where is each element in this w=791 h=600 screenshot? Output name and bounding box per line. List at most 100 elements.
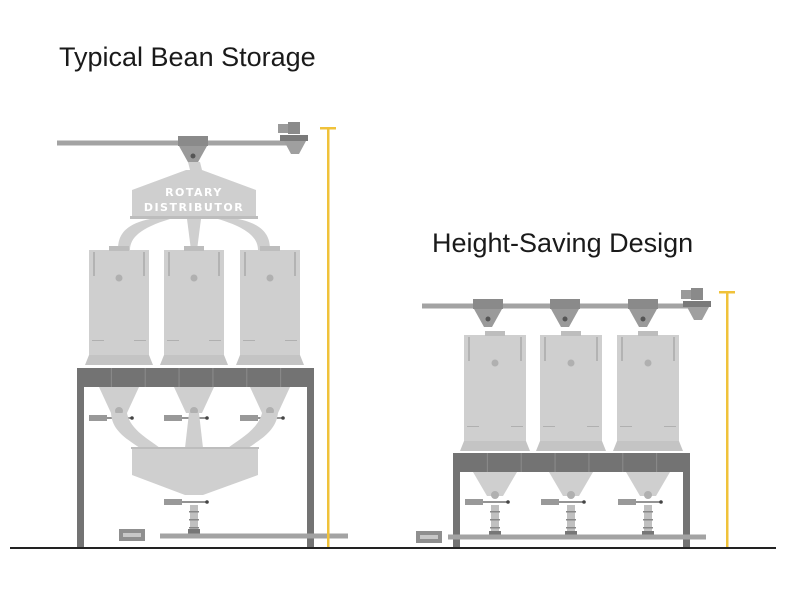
loader-cone: [687, 307, 709, 320]
silo-rib: [596, 337, 598, 361]
frame-panel-seam: [554, 453, 556, 472]
frame-panel-seam: [246, 368, 248, 387]
loader-cone: [284, 141, 306, 154]
tube-coupling: [565, 531, 577, 536]
tube-ring: [189, 511, 199, 513]
vacuum-pump: [416, 531, 442, 543]
valve-actuator: [618, 499, 636, 505]
silo-seam: [209, 340, 221, 341]
height-dimension-line: [320, 127, 336, 548]
silo-body: [464, 335, 526, 451]
rotary-distributor: [132, 170, 256, 216]
silo: [160, 246, 228, 365]
loader-head: [683, 301, 711, 307]
silo-seam: [664, 426, 676, 427]
silo-seam: [167, 340, 179, 341]
frame-panel-seam: [110, 368, 112, 387]
silo-seam: [134, 340, 146, 341]
collector-hopper: [132, 449, 258, 495]
silo-flange: [160, 355, 228, 365]
frame-panel-seam: [622, 453, 624, 472]
frame-panel-seam: [486, 453, 488, 472]
distributor-flange: [130, 216, 258, 219]
height-saving-design-title: Height-Saving Design: [432, 228, 694, 258]
discharge-tube: [565, 505, 577, 536]
frame-panel-seam: [520, 453, 522, 472]
valve-actuator: [240, 415, 258, 421]
silo-body: [89, 250, 149, 365]
silo-flange: [613, 441, 683, 451]
frame-panel-seam: [588, 453, 590, 472]
silo-rib: [544, 337, 546, 361]
valve-rod: [636, 501, 660, 503]
silo-flange: [536, 441, 606, 451]
silo-port: [567, 359, 575, 367]
silo-inlet: [638, 331, 658, 336]
silo-seam: [92, 340, 104, 341]
frame-panel-seam: [280, 368, 282, 387]
tube-ring: [643, 527, 653, 529]
support-frame: [453, 453, 690, 548]
discharge-port: [567, 491, 575, 499]
tube-ring: [490, 511, 500, 513]
silo-rib: [520, 337, 522, 361]
silo-discharge-cone: [250, 387, 290, 413]
receiver-hopper: [628, 299, 658, 327]
distributor-arm: [218, 219, 270, 250]
vacuum-loader: [681, 288, 711, 320]
dimension-line: [327, 127, 330, 548]
silo-rib: [218, 252, 220, 276]
discharge-tube: [188, 505, 200, 534]
receiver-head: [473, 299, 503, 309]
conveying-pipe: [448, 534, 706, 540]
silo: [536, 331, 606, 451]
dimension-cap: [719, 291, 735, 294]
discharge-tube: [489, 505, 501, 536]
frame-panel-seam: [178, 368, 180, 387]
tube-ring: [490, 519, 500, 521]
frame-panel-seam: [212, 368, 214, 387]
tube-ring: [490, 527, 500, 529]
silo-rib: [294, 252, 296, 276]
silo-port: [266, 274, 274, 282]
support-frame: [77, 368, 314, 548]
height-dimension-line: [719, 291, 735, 548]
slide-gate-valve: [164, 415, 209, 421]
distributor-neck: [188, 162, 202, 170]
typical-bean-storage-title: Typical Bean Storage: [59, 42, 316, 72]
silo-discharge-cone: [549, 472, 593, 496]
distributor-arm: [118, 219, 170, 250]
silo-flange: [236, 355, 304, 365]
silo-seam: [243, 340, 255, 341]
frame-beam: [453, 453, 690, 472]
silo-port: [491, 359, 499, 367]
receiver-head: [628, 299, 658, 309]
dimension-cap: [320, 127, 336, 130]
frame-leg: [453, 453, 460, 548]
pump-label-plate: [123, 533, 141, 537]
receiver-hopper: [178, 136, 208, 164]
collector-arm: [111, 413, 160, 448]
valve-knob: [506, 500, 510, 504]
receiver-head: [178, 136, 208, 146]
silo-rib: [621, 337, 623, 361]
tube-coupling: [188, 529, 200, 534]
receiver-port: [190, 153, 196, 159]
silo-body: [164, 250, 224, 365]
valve-rod: [483, 501, 507, 503]
typical-bean-storage-system: [57, 122, 348, 548]
silo: [460, 331, 530, 451]
tube-ring: [643, 511, 653, 513]
silo-rib: [93, 252, 95, 276]
valve-knob: [281, 416, 285, 420]
receiver-port: [562, 316, 568, 322]
tube-ring: [566, 519, 576, 521]
silo-seam: [467, 426, 479, 427]
valve-rod: [182, 501, 206, 503]
slide-gate-valve: [541, 499, 586, 505]
silo-inlet: [184, 246, 204, 251]
silo-seam: [511, 426, 523, 427]
silo-body: [240, 250, 300, 365]
valve-knob: [205, 500, 209, 504]
